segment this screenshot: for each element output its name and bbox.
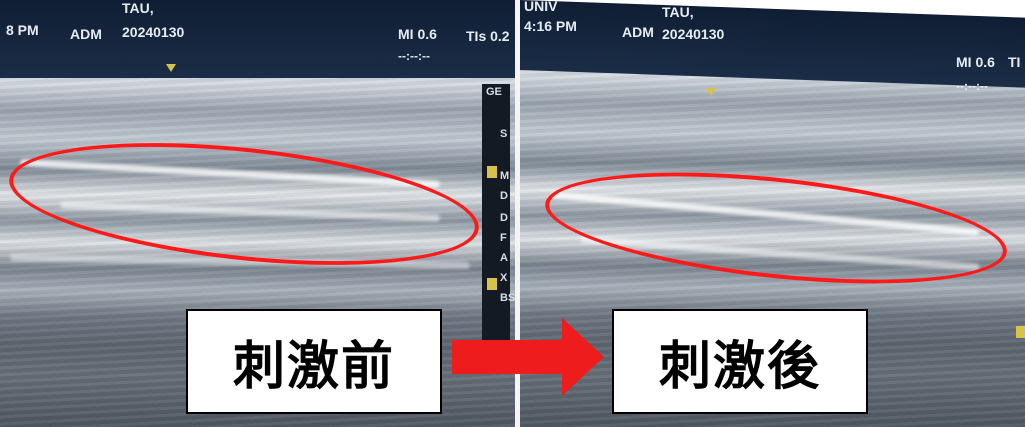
date-label: 20240130 <box>662 26 725 42</box>
scale-marker-icon <box>487 278 497 290</box>
dashes-label: --:--:-- <box>956 79 988 93</box>
side-letter: D <box>500 212 508 224</box>
patient-label: TAU, <box>122 0 154 16</box>
operator-label: ADM <box>622 24 654 40</box>
mi-label: MI 0.6 <box>398 26 437 42</box>
scale-marker-icon <box>1016 326 1025 338</box>
focus-marker-icon <box>706 88 716 96</box>
side-letter: M <box>500 170 510 182</box>
side-letter: S <box>500 128 508 140</box>
caption-before: 刺激前 <box>232 337 395 397</box>
mi-label: MI 0.6 <box>956 54 995 70</box>
dashes-label: --:--:-- <box>398 49 430 63</box>
date-label: 20240130 <box>122 24 185 40</box>
side-letter: X <box>500 272 508 284</box>
side-letter: A <box>500 252 508 264</box>
caption-after: 刺激後 <box>658 337 821 397</box>
panel-divider <box>515 0 520 427</box>
caption-before-box: 刺激前 <box>186 309 442 414</box>
caption-after-box: 刺激後 <box>612 309 868 414</box>
operator-label: ADM <box>70 26 102 42</box>
institution-label: UNIV <box>524 0 558 14</box>
side-label-top: GE <box>486 86 502 98</box>
time-label: 8 PM <box>6 22 39 38</box>
right-arrow-icon <box>452 318 604 396</box>
time-label: 4:16 PM <box>524 18 577 34</box>
side-scale-bar <box>482 84 510 374</box>
ultrasound-header <box>0 0 515 78</box>
ultrasound-image-before: 8 PM ADM TAU, 20240130 MI 0.6 TIs 0.2 --… <box>0 0 515 427</box>
patient-label: TAU, <box>662 4 694 20</box>
tis-label: TIs 0.2 <box>466 28 510 44</box>
side-letter: F <box>500 232 507 244</box>
scale-marker-icon <box>487 166 497 178</box>
tis-label: TI <box>1008 54 1021 70</box>
side-letter: D <box>500 190 508 202</box>
focus-marker-icon <box>166 64 176 72</box>
arrow-shape <box>452 318 604 396</box>
side-letter: BS <box>500 292 515 304</box>
